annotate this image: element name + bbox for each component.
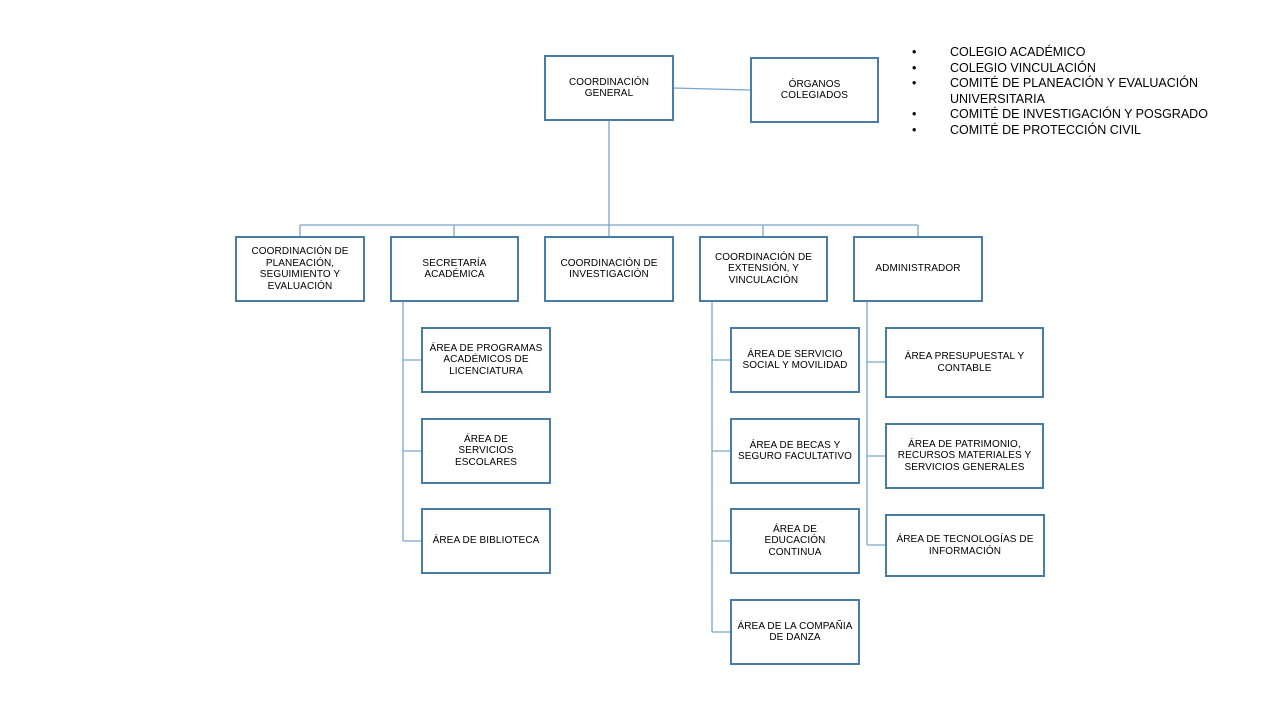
box-coordinacion-extension: COORDINACIÓN DE EXTENSIÓN, Y VINCULACIÓN — [699, 236, 828, 302]
list-item: • COLEGIO VINCULACIÓN — [908, 61, 1238, 77]
box-area-programas-academicos: ÁREA DE PROGRAMAS ACADÉMICOS DE LICENCIA… — [421, 327, 551, 393]
list-item: • COMITÉ DE INVESTIGACIÓN Y POSGRADO — [908, 107, 1238, 123]
box-area-patrimonio: ÁREA DE PATRIMONIO, RECURSOS MATERIALES … — [885, 423, 1044, 489]
list-item-label: COLEGIO VINCULACIÓN — [950, 60, 1096, 75]
box-area-educacion-continua: ÁREA DE EDUCACIÓN CONTINUA — [730, 508, 860, 574]
bullet-icon: • — [912, 76, 917, 90]
box-area-tecnologias: ÁREA DE TECNOLOGÍAS DE INFORMACIÓN — [885, 514, 1045, 577]
bullet-icon: • — [912, 107, 917, 121]
box-area-servicio-social: ÁREA DE SERVICIO SOCIAL Y MOVILIDAD — [730, 327, 860, 393]
organos-colegiados-list: •COLEGIO ACADÉMICO •COLEGIO VINCULACIÓN … — [908, 45, 1238, 138]
box-area-compania-danza: ÁREA DE LA COMPAÑIA DE DANZA — [730, 599, 860, 665]
box-coordinacion-general: COORDINACIÓN GENERAL — [544, 55, 674, 121]
list-item-label: COMITÉ DE PLANEACIÓN Y EVALUACIÓN UNIVER… — [950, 76, 1198, 106]
box-coordinacion-investigacion: COORDINACIÓN DE INVESTIGACIÓN — [544, 236, 674, 302]
connector-general-organos — [672, 87, 751, 91]
box-area-becas: ÁREA DE BECAS Y SEGURO FACULTATIVO — [730, 418, 860, 484]
box-administrador: ADMINISTRADOR — [853, 236, 983, 302]
list-item-label: COMITÉ DE INVESTIGACIÓN Y POSGRADO — [950, 107, 1208, 121]
box-area-biblioteca: ÁREA DE BIBLIOTECA — [421, 508, 551, 574]
bullet-icon: • — [912, 122, 917, 137]
bullet-icon: • — [912, 60, 917, 75]
box-organos-colegiados: ÓRGANOS COLEGIADOS — [750, 57, 879, 123]
list-item: • COMITÉ DE PROTECCIÓN CIVIL — [908, 123, 1238, 139]
list-item-label: COLEGIO ACADÉMICO — [950, 45, 1086, 59]
box-secretaria-academica: SECRETARÍA ACADÉMICA — [390, 236, 519, 302]
bullet-icon: • — [912, 45, 917, 59]
box-coordinacion-planeacion: COORDINACIÓN DE PLANEACIÓN, SEGUIMIENTO … — [235, 236, 365, 302]
list-item: • COMITÉ DE PLANEACIÓN Y EVALUACIÓN UNIVE… — [908, 76, 1238, 107]
list-item-label: COMITÉ DE PROTECCIÓN CIVIL — [950, 122, 1141, 137]
list-item: • COLEGIO ACADÉMICO — [908, 45, 1238, 61]
box-area-presupuestal: ÁREA PRESUPUESTAL Y CONTABLE — [885, 327, 1044, 398]
box-area-servicios-escolares: ÁREA DE SERVICIOS ESCOLARES — [421, 418, 551, 484]
